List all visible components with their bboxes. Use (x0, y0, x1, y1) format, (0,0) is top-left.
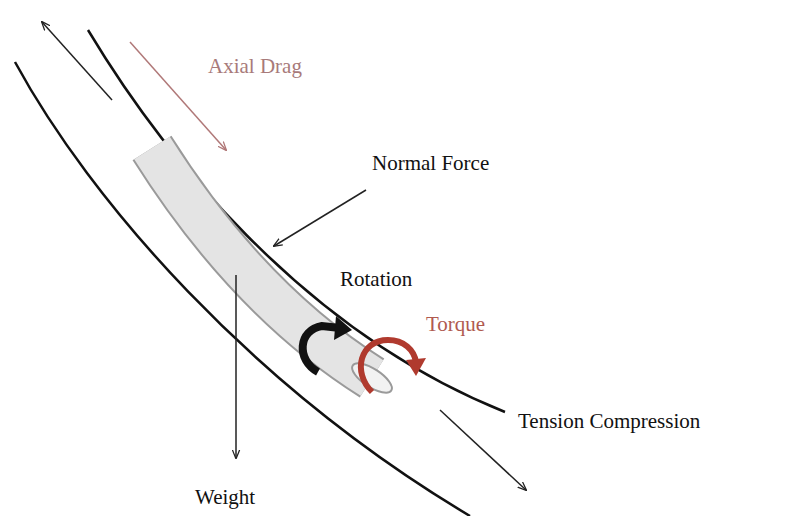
pipe-body (152, 148, 372, 378)
uphole-arrow (42, 22, 112, 100)
force-label: Normal Force (370, 152, 491, 175)
pipe-outline (152, 148, 372, 378)
rotation-arrowhead (334, 316, 352, 340)
rotation-arrow (303, 326, 340, 372)
inner-wall (88, 30, 505, 412)
force-label: Tension Compression (516, 410, 702, 433)
force-label: Weight (193, 486, 257, 509)
force-label: Torque (424, 313, 487, 336)
torque-arrowhead (406, 358, 426, 376)
tension-arrow (440, 410, 526, 490)
outer-wall (15, 62, 470, 516)
force-label: Axial Drag (206, 55, 304, 78)
pipe-end (348, 358, 396, 398)
torque-arrow (361, 340, 416, 392)
weight-arrow (235, 275, 237, 458)
normal-force-arrow (274, 190, 366, 246)
motion-label: Rotation (338, 268, 414, 291)
